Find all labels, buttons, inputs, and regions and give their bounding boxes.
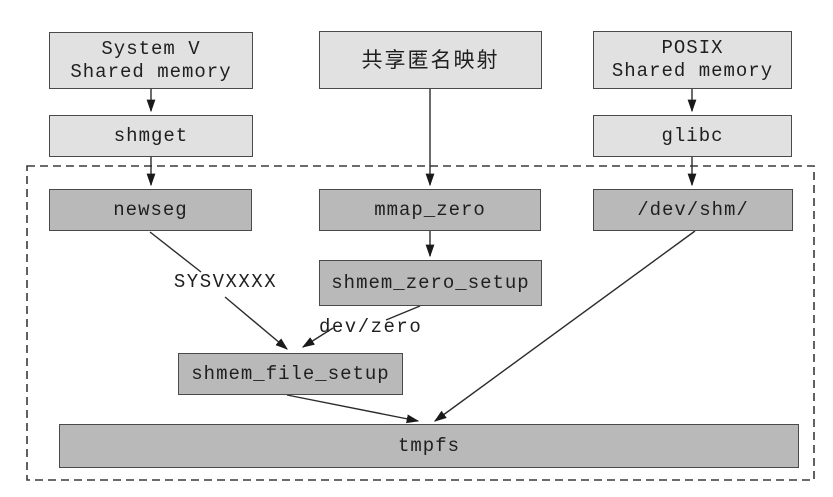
node-label: shmem_file_setup	[191, 362, 390, 385]
node-shmget: shmget	[49, 115, 253, 157]
node-label: 共享匿名映射	[361, 47, 500, 72]
node-shmem-file-setup: shmem_file_setup	[178, 353, 403, 395]
edge-label-dev-zero: dev/zero	[319, 316, 423, 338]
node-label: shmget	[113, 124, 189, 147]
node-dev-shm: /dev/shm/	[593, 189, 793, 231]
node-mmap-zero: mmap_zero	[319, 189, 541, 231]
edge-sysvxxxx-to-shmemfilesetup	[224, 296, 288, 350]
node-shmem-zero-setup: shmem_zero_setup	[319, 260, 542, 306]
kernel-boundary-dashed-box	[26, 165, 815, 481]
node-label: tmpfs	[397, 434, 460, 457]
edge-shmemfilesetup-to-tmpfs	[286, 394, 420, 424]
node-label: POSIX	[661, 37, 724, 59]
edge-newseg-to-sysvxxxx	[149, 231, 202, 273]
node-label: newseg	[113, 198, 188, 221]
node-shared-anonymous-mapping: 共享匿名映射	[319, 31, 542, 89]
node-newseg: newseg	[49, 189, 252, 231]
node-glibc: glibc	[593, 115, 792, 157]
node-label: glibc	[661, 124, 724, 147]
node-label: /dev/shm/	[637, 198, 749, 221]
edge-devzero-to-shmemfilesetup	[301, 327, 334, 348]
edge-devshm-to-tmpfs	[433, 230, 696, 422]
node-tmpfs: tmpfs	[59, 424, 799, 468]
node-label: shmem_zero_setup	[331, 271, 530, 294]
node-label: Shared memory	[70, 60, 232, 83]
edge-label-sysvxxxx: SYSVXXXX	[173, 271, 278, 293]
node-label: mmap_zero	[374, 198, 486, 221]
node-system-v-shared-memory: System V Shared memory	[49, 32, 253, 89]
node-label: System V	[101, 37, 201, 60]
edge-shmemzerosetup-to-devzero	[385, 305, 421, 321]
node-label: Shared memory	[611, 60, 774, 82]
node-posix-shared-memory: POSIX Shared memory	[593, 31, 792, 89]
